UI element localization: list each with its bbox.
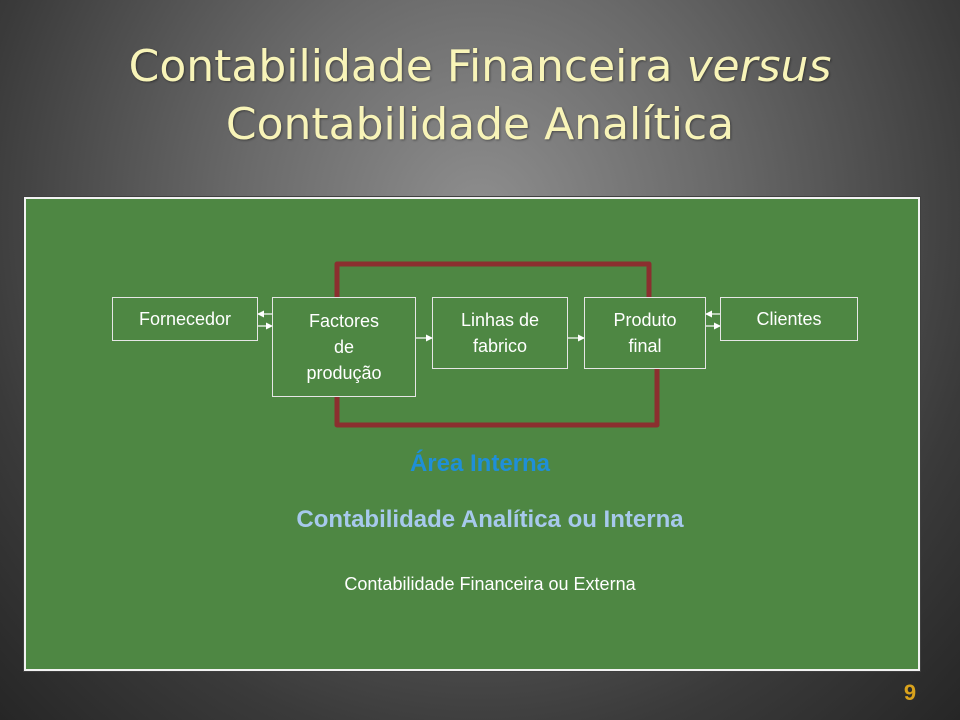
title-line2: Contabilidade Analítica xyxy=(225,99,735,150)
node-linhas-line2: fabrico xyxy=(472,336,528,356)
node-produto-line1: Produto xyxy=(613,310,677,330)
node-fornecedor-label: Fornecedor xyxy=(138,309,232,329)
node-factores-line2: de xyxy=(333,337,355,357)
title-emphasis: versus xyxy=(686,41,832,92)
node-linhas-fabrico: Linhas de fabrico xyxy=(432,297,568,369)
node-clientes: Clientes xyxy=(720,297,858,341)
node-factores-producao: Factores de produção xyxy=(272,297,416,397)
node-factores-line1: Factores xyxy=(308,311,380,331)
title-line1: Contabilidade Financeira versus xyxy=(129,41,832,92)
contabilidade-analitica-label: Contabilidade Analítica ou Interna xyxy=(296,506,684,533)
slide-title: Contabilidade Financeira versus Contabil… xyxy=(0,38,960,154)
node-clientes-label: Clientes xyxy=(756,309,822,329)
node-linhas-line1: Linhas de xyxy=(460,310,540,330)
page-number: 9 xyxy=(903,680,917,705)
internal-area-bracket-top xyxy=(334,261,652,300)
node-produto-final: Produto final xyxy=(584,297,706,369)
node-produto-line2: final xyxy=(628,336,662,356)
node-fornecedor: Fornecedor xyxy=(112,297,258,341)
diagram-panel xyxy=(24,197,920,671)
area-interna-label: Área Interna xyxy=(409,450,551,477)
contabilidade-financeira-label: Contabilidade Financeira ou Externa xyxy=(344,574,636,594)
title-part: Contabilidade Financeira xyxy=(128,41,687,92)
node-factores-line3: produção xyxy=(306,363,382,383)
internal-area-bracket-bottom xyxy=(334,366,660,428)
